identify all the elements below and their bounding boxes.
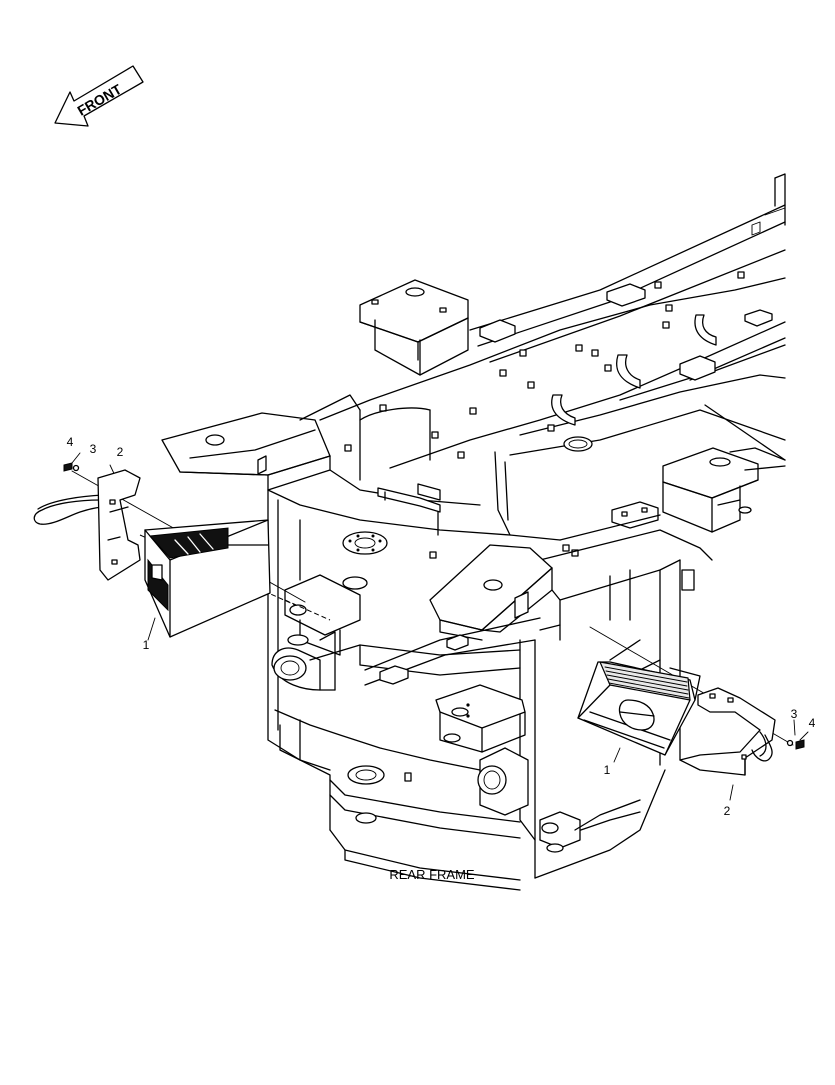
left-callout-2: 2 <box>117 445 124 459</box>
left-callout-1: 1 <box>143 638 150 652</box>
upper-mount-block <box>359 279 469 376</box>
frame-caption: REAR FRAME <box>389 867 475 882</box>
right-callout-4: 4 <box>809 716 816 730</box>
right-callout-3: 3 <box>791 707 798 721</box>
left-upper-arm <box>161 412 331 491</box>
left-callout-3: 3 <box>90 442 97 456</box>
right-callout-1: 1 <box>604 763 611 777</box>
left-chock-assembly: 4 3 2 1 <box>33 435 306 652</box>
center-lug <box>429 544 553 641</box>
right-mount-block <box>662 447 786 533</box>
rear-frame-drawing <box>161 173 786 891</box>
right-callout-2: 2 <box>724 804 731 818</box>
right-chock-assembly: 3 4 1 2 <box>577 626 816 818</box>
front-arrow-icon: FRONT <box>54 65 144 127</box>
left-callout-4: 4 <box>67 435 74 449</box>
